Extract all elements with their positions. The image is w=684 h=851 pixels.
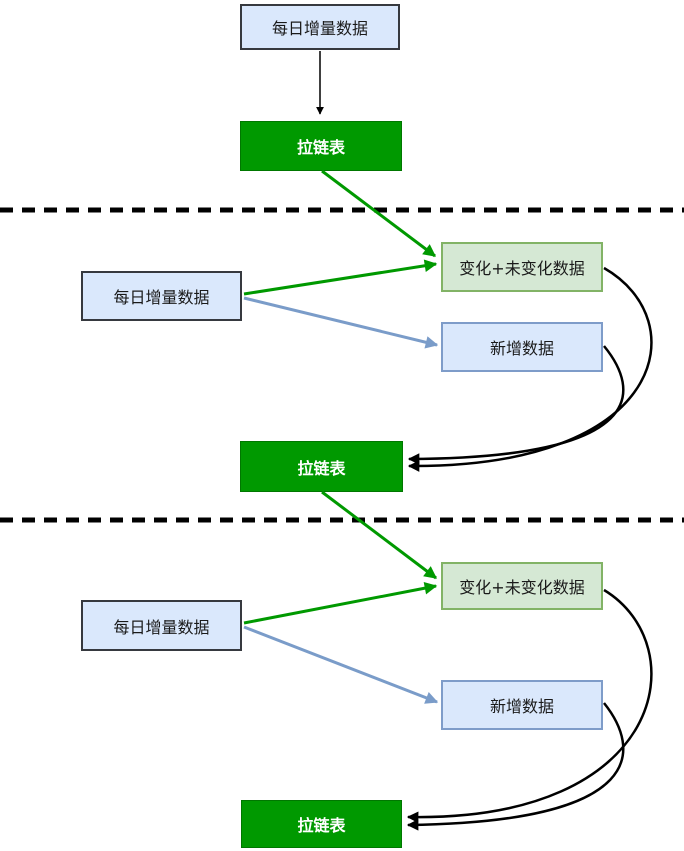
- node-label: 新增数据: [489, 339, 554, 358]
- node-daily-incremental-1: 每日增量数据: [240, 4, 400, 50]
- node-label: 每日增量数据: [113, 617, 210, 637]
- arrow-zipper2-to-changed3: [321, 490, 438, 580]
- node-changed-unchanged-2: 变化+未变化数据: [441, 242, 603, 292]
- node-new-data-3: 新增数据: [441, 680, 603, 730]
- node-new-data-2: 新增数据: [441, 322, 603, 372]
- arrow-daily3-to-changed3: [243, 581, 438, 625]
- arrow-zipper1-to-changed2: [321, 169, 437, 258]
- node-label: 变化+未变化数据: [459, 259, 585, 278]
- node-zipper-table-2: 拉链表: [240, 441, 403, 492]
- node-label: 新增数据: [489, 697, 554, 716]
- node-daily-incremental-2: 每日增量数据: [81, 271, 242, 321]
- arrow-daily2-to-new2: [243, 296, 439, 349]
- node-daily-incremental-3: 每日增量数据: [81, 600, 242, 651]
- arrow-daily3-to-new3: [243, 625, 439, 704]
- node-label: 变化+未变化数据: [459, 578, 585, 597]
- node-changed-unchanged-3: 变化+未变化数据: [441, 562, 603, 610]
- arrow-daily2-to-changed2: [243, 259, 438, 296]
- node-label: 每日增量数据: [113, 288, 210, 307]
- node-zipper-table-3: 拉链表: [241, 800, 402, 848]
- node-label: 每日增量数据: [271, 19, 368, 38]
- node-zipper-table-1: 拉链表: [240, 121, 402, 171]
- node-label: 拉链表: [296, 138, 345, 157]
- node-label: 拉链表: [297, 816, 346, 835]
- node-label: 拉链表: [297, 458, 346, 478]
